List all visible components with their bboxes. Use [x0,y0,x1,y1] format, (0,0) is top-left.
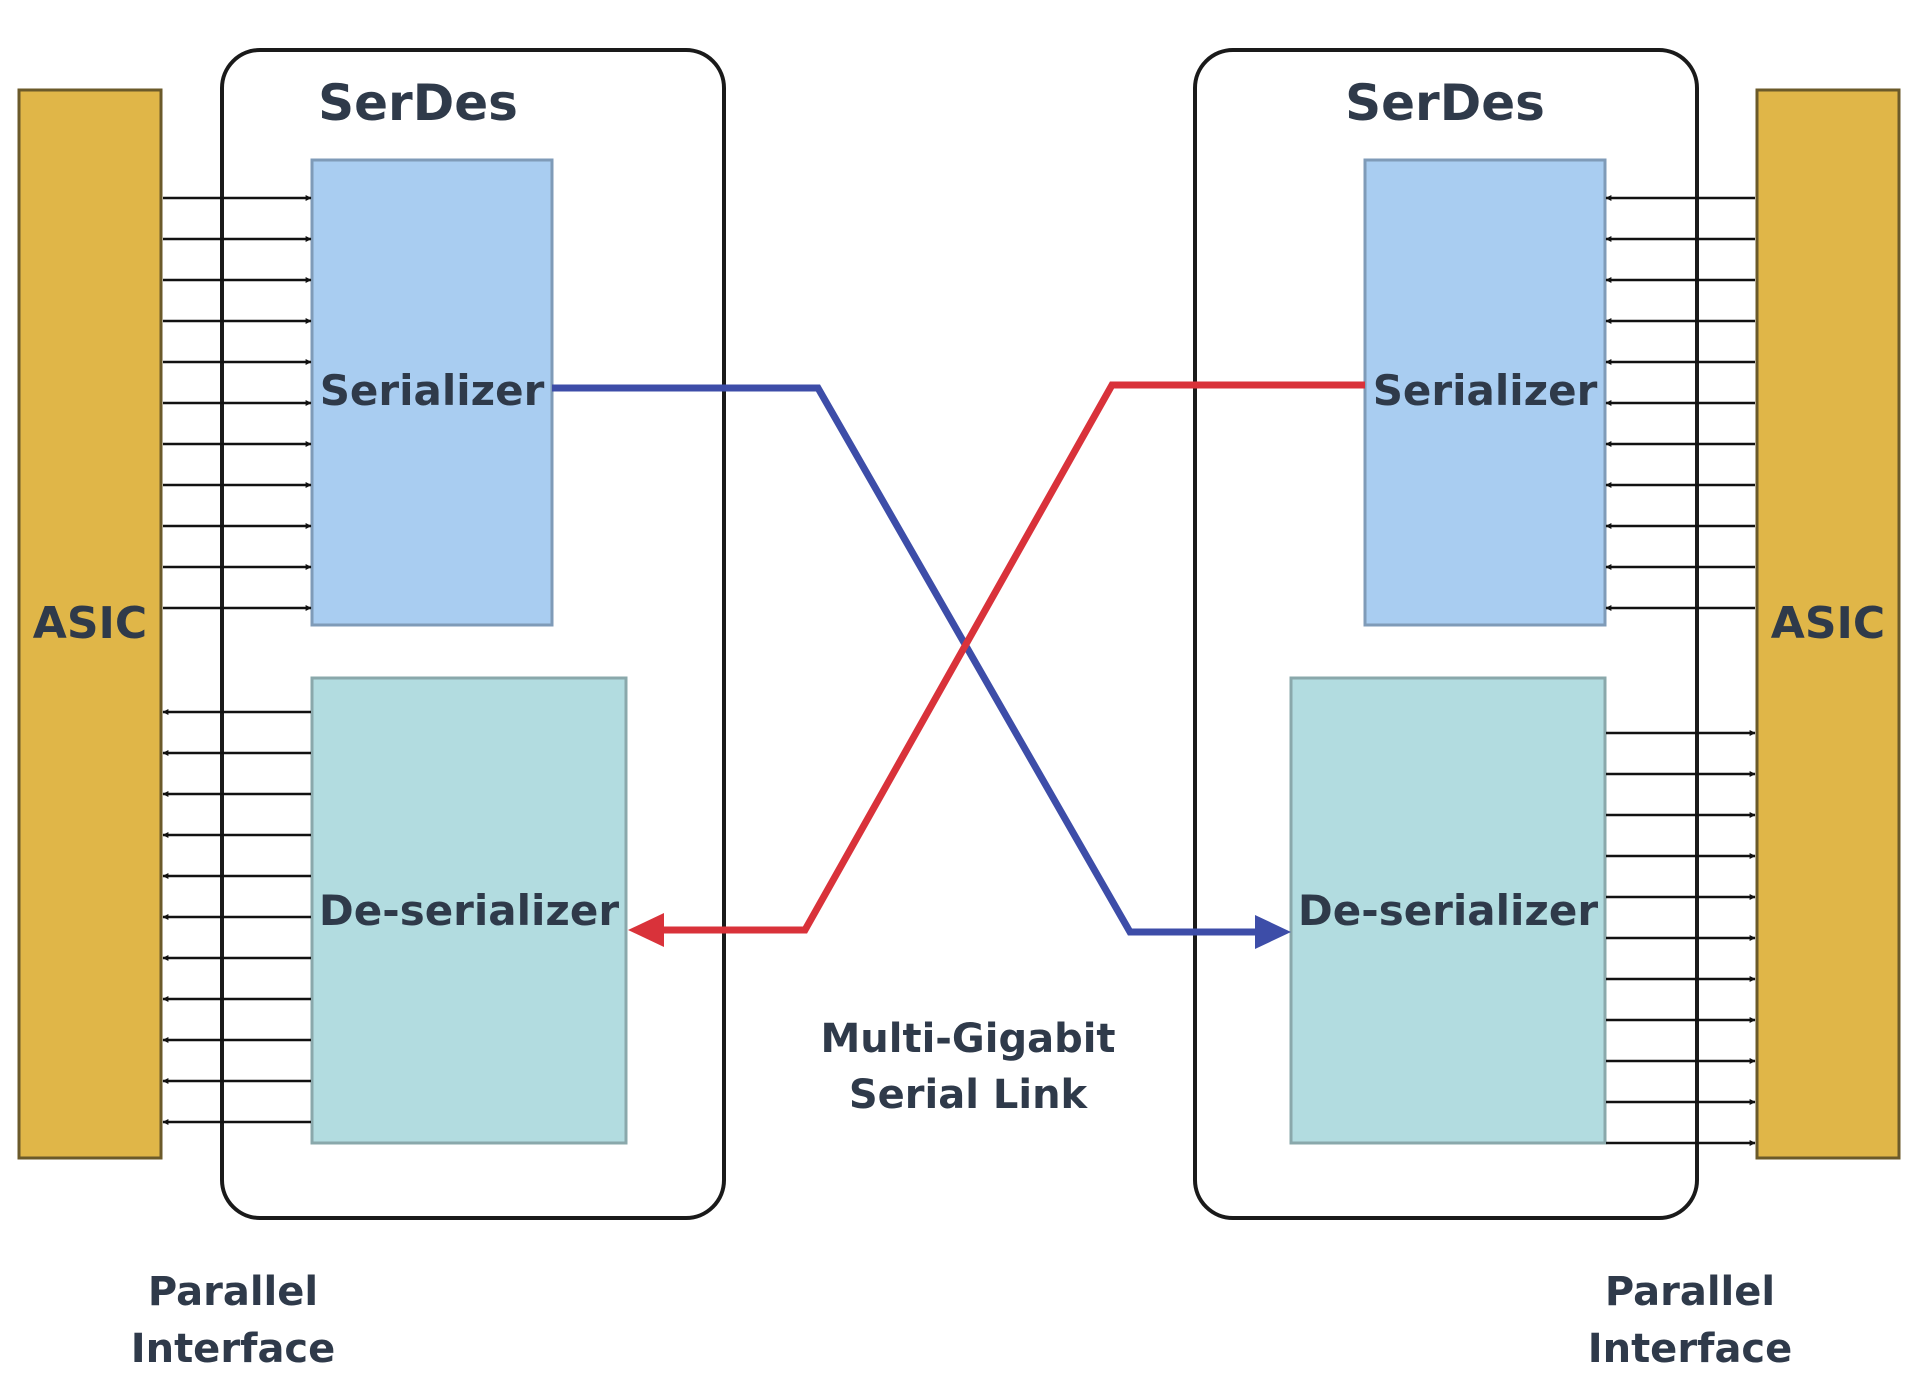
right-deserializer-parallel-lines [1606,730,1756,1146]
left-deserializer-parallel-lines [162,709,311,1125]
left-deserializer-block [310,676,628,1145]
right-asic-label: ASIC [1771,598,1885,649]
serial-link-caption-line2: Serial Link [849,1072,1089,1118]
right-deserializer-label: De-serializer [1298,886,1598,935]
blue-link-arrowhead [1255,915,1291,949]
left-serdes-title: SerDes [318,74,518,132]
left-serializer-label: Serializer [320,366,545,415]
left-serializer-parallel-lines [163,195,312,611]
blue-serial-link [552,384,1262,936]
right-serdes-title: SerDes [1345,74,1545,132]
right-serializer-parallel-lines [1605,195,1755,611]
right-serializer-block [1363,158,1607,627]
serial-link-caption-line1: Multi-Gigabit [820,1016,1115,1062]
right-asic-block [1755,88,1901,1160]
left-asic-block [17,88,163,1160]
right-interface-caption-line1: Parallel [1605,1269,1775,1315]
left-interface-caption-line2: Interface [131,1326,336,1372]
right-deserializer-block [1289,676,1607,1145]
left-asic-label: ASIC [33,598,147,649]
right-serializer-label: Serializer [1373,366,1598,415]
left-deserializer-label: De-serializer [319,886,619,935]
left-interface-caption-line1: Parallel [148,1269,318,1315]
red-serial-link [660,381,1365,934]
left-serializer-block [310,158,554,627]
right-interface-caption-line2: Interface [1588,1326,1793,1372]
red-link-arrowhead [628,913,664,947]
